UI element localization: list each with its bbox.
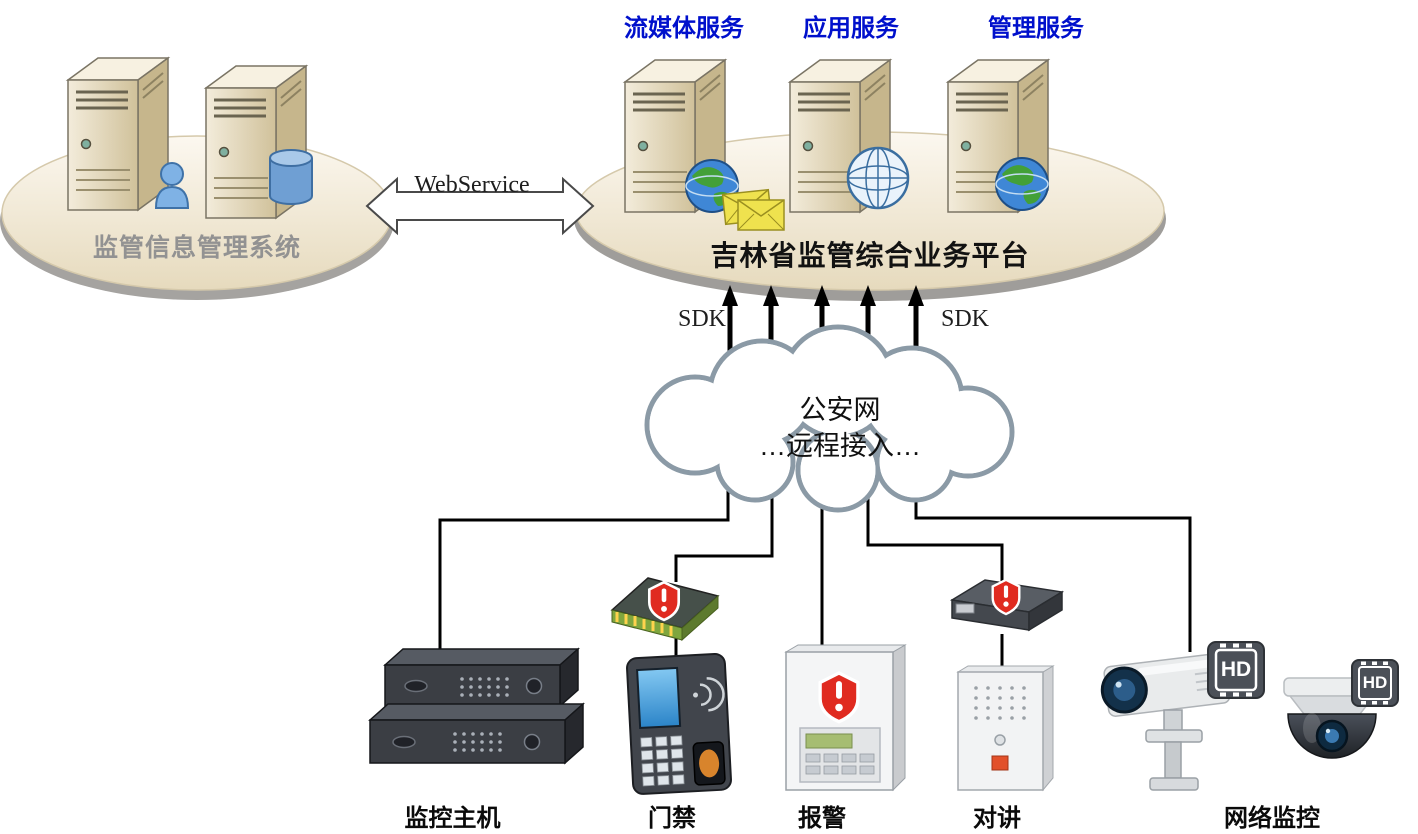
- service-label-streaming: 流媒体服务: [624, 15, 744, 42]
- dvr-stack-icon: [368, 647, 585, 765]
- webservice-arrow: [365, 176, 595, 236]
- cloud-label-line1: 公安网: [799, 395, 881, 425]
- database-icon: [269, 149, 313, 205]
- device-label-netcam: 网络监控: [1224, 805, 1320, 832]
- alarm-panel-icon: [784, 644, 907, 792]
- right-platform-label: 吉林省监管综合业务平台: [710, 240, 1030, 271]
- service-label-management: 管理服务: [988, 15, 1084, 42]
- hd-badge-icon: [1207, 641, 1265, 699]
- device-label-alarm: 报警: [798, 805, 846, 832]
- network-globe-icon: [846, 146, 910, 210]
- webservice-label: WebService: [414, 172, 530, 198]
- alert-shield-icon: [818, 671, 860, 724]
- cloud-shape: [644, 324, 1015, 513]
- access-module-icon: [610, 577, 720, 642]
- alert-shield-icon: [647, 580, 681, 622]
- hd-badge-label: HD: [1220, 658, 1252, 681]
- service-label-application: 应用服务: [803, 15, 899, 42]
- left-platform-label: 监管信息管理系统: [92, 234, 301, 262]
- left-platform-ellipse: [0, 135, 394, 300]
- hd-badge-label: HD: [1362, 673, 1388, 692]
- alert-shield-icon: [991, 578, 1021, 616]
- hd-badge-icon: [1351, 659, 1399, 707]
- ptz-camera-icon: [1100, 652, 1231, 791]
- access-reader-icon: [626, 652, 732, 795]
- mail-icon: [737, 199, 785, 231]
- intercom-module-icon: [949, 578, 1065, 632]
- intercom-panel-icon: [956, 665, 1055, 792]
- device-label-intercom: 对讲: [973, 805, 1021, 832]
- globe-icon: [995, 157, 1049, 211]
- device-label-dvr: 监控主机: [404, 805, 501, 832]
- sdk-label-left: SDK: [677, 306, 726, 332]
- cloud-label-line2: …远程接入…: [759, 431, 921, 461]
- sdk-label-right: SDK: [940, 306, 989, 332]
- cloud-label: 公安网 …远程接入…: [720, 392, 960, 464]
- device-label-access: 门禁: [648, 805, 696, 832]
- server-icon: [66, 56, 170, 212]
